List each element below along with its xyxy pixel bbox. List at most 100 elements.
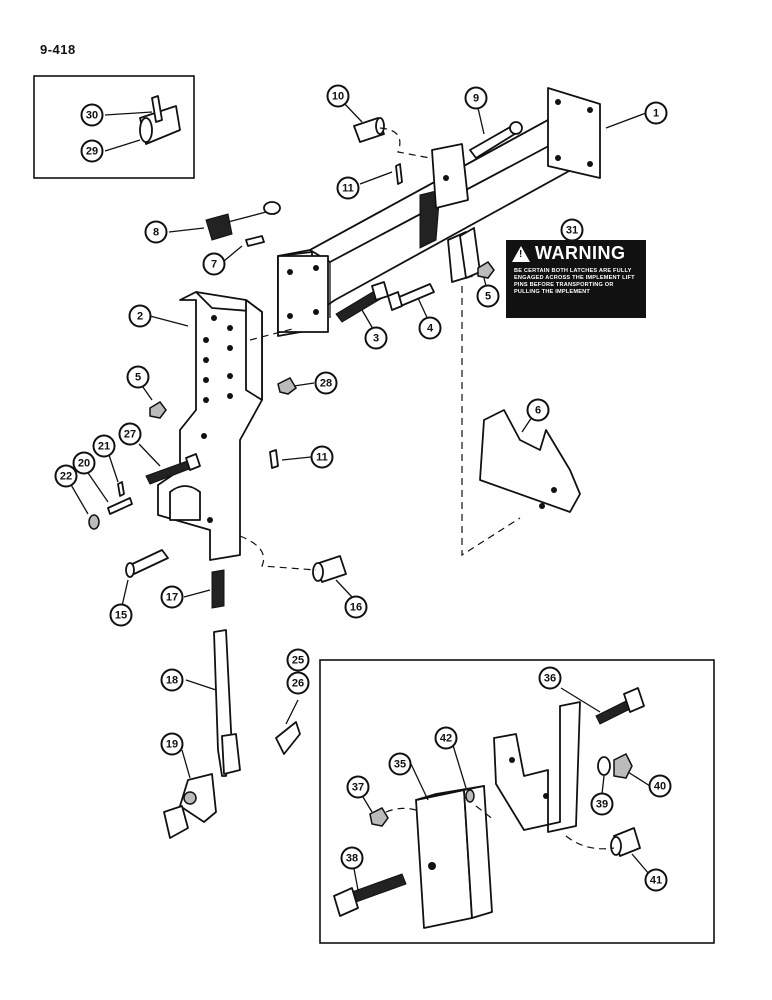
dashed-line bbox=[249, 327, 297, 341]
inset-box-latch-detail bbox=[319, 659, 715, 944]
part-pin-15 bbox=[125, 549, 169, 578]
callout-41: 41 bbox=[644, 868, 668, 892]
part-bolt-27 bbox=[145, 453, 201, 485]
part-bolt-36 bbox=[595, 687, 645, 725]
part-lever-19 bbox=[163, 773, 217, 839]
dashed-line bbox=[565, 835, 615, 850]
callout-7: 7 bbox=[202, 252, 226, 276]
callout-2: 2 bbox=[128, 304, 152, 328]
callout-4: 4 bbox=[418, 316, 442, 340]
callout-label: 39 bbox=[596, 799, 608, 811]
part-cotter-11-mid bbox=[269, 449, 279, 469]
warning-decal: ! WARNING BE CERTAIN BOTH LATCHES ARE FU… bbox=[506, 240, 646, 318]
callout-29: 29 bbox=[80, 139, 104, 163]
part-latch-block-35 bbox=[415, 785, 493, 929]
callout-label: 25 bbox=[292, 655, 304, 667]
callout-label: 27 bbox=[124, 429, 136, 441]
callout-30: 30 bbox=[80, 103, 104, 127]
part-cotter-11-top bbox=[395, 163, 403, 185]
callout-label: 7 bbox=[211, 259, 217, 271]
dashed-line bbox=[239, 535, 317, 571]
callout-22: 22 bbox=[54, 464, 78, 488]
callout-label: 22 bbox=[60, 471, 72, 483]
callout-label: 9 bbox=[473, 93, 479, 105]
callout-6: 6 bbox=[526, 398, 550, 422]
callout-label: 3 bbox=[373, 333, 379, 345]
part-latch-plate bbox=[479, 409, 581, 513]
callout-label: 2 bbox=[137, 311, 143, 323]
callout-5: 5 bbox=[126, 365, 150, 389]
callout-40: 40 bbox=[648, 774, 672, 798]
callout-36: 36 bbox=[538, 666, 562, 690]
callout-label: 15 bbox=[115, 610, 127, 622]
part-cross-tube bbox=[277, 87, 601, 337]
callout-9: 9 bbox=[464, 86, 488, 110]
callout-5: 5 bbox=[476, 284, 500, 308]
part-pin-20 bbox=[107, 497, 133, 515]
part-bolt-38 bbox=[333, 873, 407, 917]
callout-label: 28 bbox=[320, 378, 332, 390]
callout-label: 40 bbox=[654, 781, 666, 793]
callout-38: 38 bbox=[340, 846, 364, 870]
part-bushing-41 bbox=[610, 827, 641, 857]
part-vertical-bracket bbox=[157, 291, 263, 561]
page-number: 9-418 bbox=[40, 42, 76, 57]
callout-label: 10 bbox=[332, 91, 344, 103]
callout-label: 42 bbox=[440, 733, 452, 745]
callout-label: 6 bbox=[535, 405, 541, 417]
part-pin-29-30 bbox=[139, 95, 181, 145]
callout-label: 37 bbox=[352, 782, 364, 794]
dashed-line bbox=[379, 127, 431, 159]
callout-label: 35 bbox=[394, 759, 406, 771]
callout-11: 11 bbox=[336, 176, 360, 200]
callout-label: 16 bbox=[350, 602, 362, 614]
part-washer-22 bbox=[88, 514, 100, 530]
warning-triangle-icon: ! bbox=[512, 245, 530, 262]
callout-label: 17 bbox=[166, 592, 178, 604]
callout-11: 11 bbox=[310, 445, 334, 469]
warning-text: BE CERTAIN BOTH LATCHES ARE FULLY ENGAGE… bbox=[514, 268, 635, 295]
part-nut-5-left bbox=[149, 401, 167, 419]
callout-label: 18 bbox=[166, 675, 178, 687]
part-bolt-4 bbox=[387, 283, 435, 311]
callout-label: 31 bbox=[566, 225, 578, 237]
part-spring-17 bbox=[211, 569, 225, 609]
part-bolt-3 bbox=[335, 281, 389, 323]
callout-18: 18 bbox=[160, 668, 184, 692]
callout-26: 26 bbox=[286, 671, 310, 695]
part-nut-37 bbox=[369, 807, 389, 827]
leader-lines bbox=[69, 100, 651, 891]
callout-label: 4 bbox=[427, 323, 434, 335]
callout-label: 19 bbox=[166, 739, 178, 751]
callout-label: 1 bbox=[653, 108, 659, 120]
callout-16: 16 bbox=[344, 595, 368, 619]
callout-label: 21 bbox=[98, 441, 110, 453]
callout-39: 39 bbox=[590, 792, 614, 816]
callout-label: 38 bbox=[346, 853, 358, 865]
callout-label: 30 bbox=[86, 110, 98, 122]
dashed-line bbox=[461, 286, 521, 557]
callout-31: 31 bbox=[560, 218, 584, 242]
part-pin-9 bbox=[469, 121, 523, 159]
callout-label: 11 bbox=[316, 452, 328, 464]
callout-25: 25 bbox=[286, 648, 310, 672]
part-clip-25-26 bbox=[275, 721, 301, 755]
callout-1: 1 bbox=[644, 101, 668, 125]
callout-label: 26 bbox=[292, 678, 304, 690]
callout-28: 28 bbox=[314, 371, 338, 395]
part-nut-40 bbox=[613, 752, 633, 779]
dashed-line bbox=[475, 805, 495, 821]
callout-42: 42 bbox=[434, 726, 458, 750]
part-pin-7 bbox=[245, 235, 265, 247]
callout-3: 3 bbox=[364, 326, 388, 350]
part-lockwasher-39 bbox=[597, 756, 611, 776]
warning-title: WARNING bbox=[535, 243, 626, 263]
callout-label: 5 bbox=[135, 372, 141, 384]
part-eye-bolt bbox=[205, 201, 281, 241]
part-bushing-16 bbox=[312, 555, 347, 583]
dashed-line bbox=[385, 807, 417, 813]
part-pin-21 bbox=[117, 481, 125, 497]
callout-19: 19 bbox=[160, 732, 184, 756]
callout-15: 15 bbox=[109, 603, 133, 627]
